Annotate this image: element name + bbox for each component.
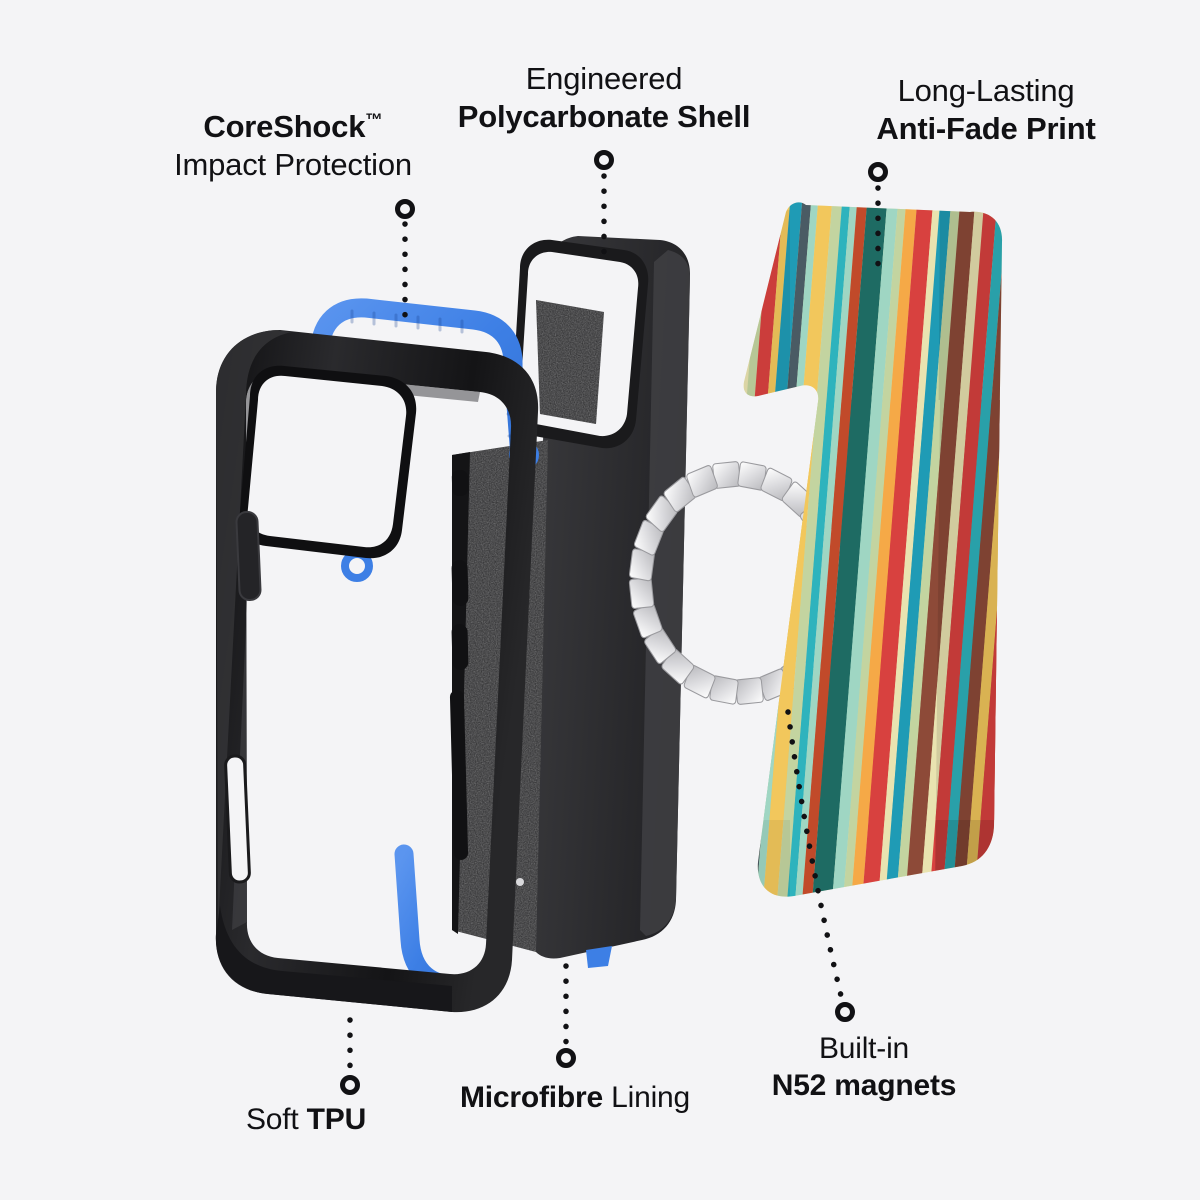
callout-antifade-line2: Anti-Fade Print — [876, 110, 1096, 146]
coreshock-blue-tab — [586, 946, 612, 968]
callout-magnets-line2: N52 magnets — [771, 1068, 957, 1102]
callout-coreshock-line2: Impact Protection — [174, 146, 412, 182]
callout-antifade-line1: Long-Lasting — [897, 73, 1075, 108]
leader-tpu — [340, 1017, 360, 1095]
callout-polycarbonate-line1: Engineered — [525, 61, 683, 96]
trademark-symbol: ™ — [365, 109, 383, 130]
callout-microfibre-line: Microfibre Lining — [459, 1081, 691, 1114]
microfibre-in-camera-cutout — [536, 300, 604, 424]
callout-coreshock: CoreShock™ Impact Protection — [174, 108, 412, 184]
leader-lines — [340, 150, 888, 1095]
callout-tpu-line: Soft TPU — [245, 1103, 367, 1136]
callout-antifade: Long-Lasting Anti-Fade Print — [876, 72, 1095, 148]
coreshock-blue-frame — [304, 298, 531, 512]
tpu-side-buttons — [224, 510, 262, 884]
callout-magnets: Built-in N52 magnets — [772, 1031, 957, 1104]
callout-microfibre: Microfibre Lining — [460, 1080, 690, 1117]
leader-antifade — [868, 162, 888, 275]
leader-polycarbonate — [594, 150, 614, 255]
leader-magnets — [785, 709, 855, 1022]
callout-polycarbonate: Engineered Polycarbonate Shell — [458, 60, 751, 136]
polycarbonate-shell — [449, 236, 1003, 968]
leader-microfibre — [556, 963, 576, 1068]
leader-coreshock — [395, 199, 415, 321]
soft-tpu-bumper-frame — [215, 330, 539, 1013]
shell-button-cutouts — [449, 469, 469, 860]
callout-magnets-line1: Built-in — [818, 1032, 910, 1065]
callout-polycarbonate-line2: Polycarbonate Shell — [457, 98, 751, 134]
callout-tpu: Soft TPU — [246, 1102, 366, 1139]
callout-coreshock-line1: CoreShock™ — [203, 109, 383, 144]
